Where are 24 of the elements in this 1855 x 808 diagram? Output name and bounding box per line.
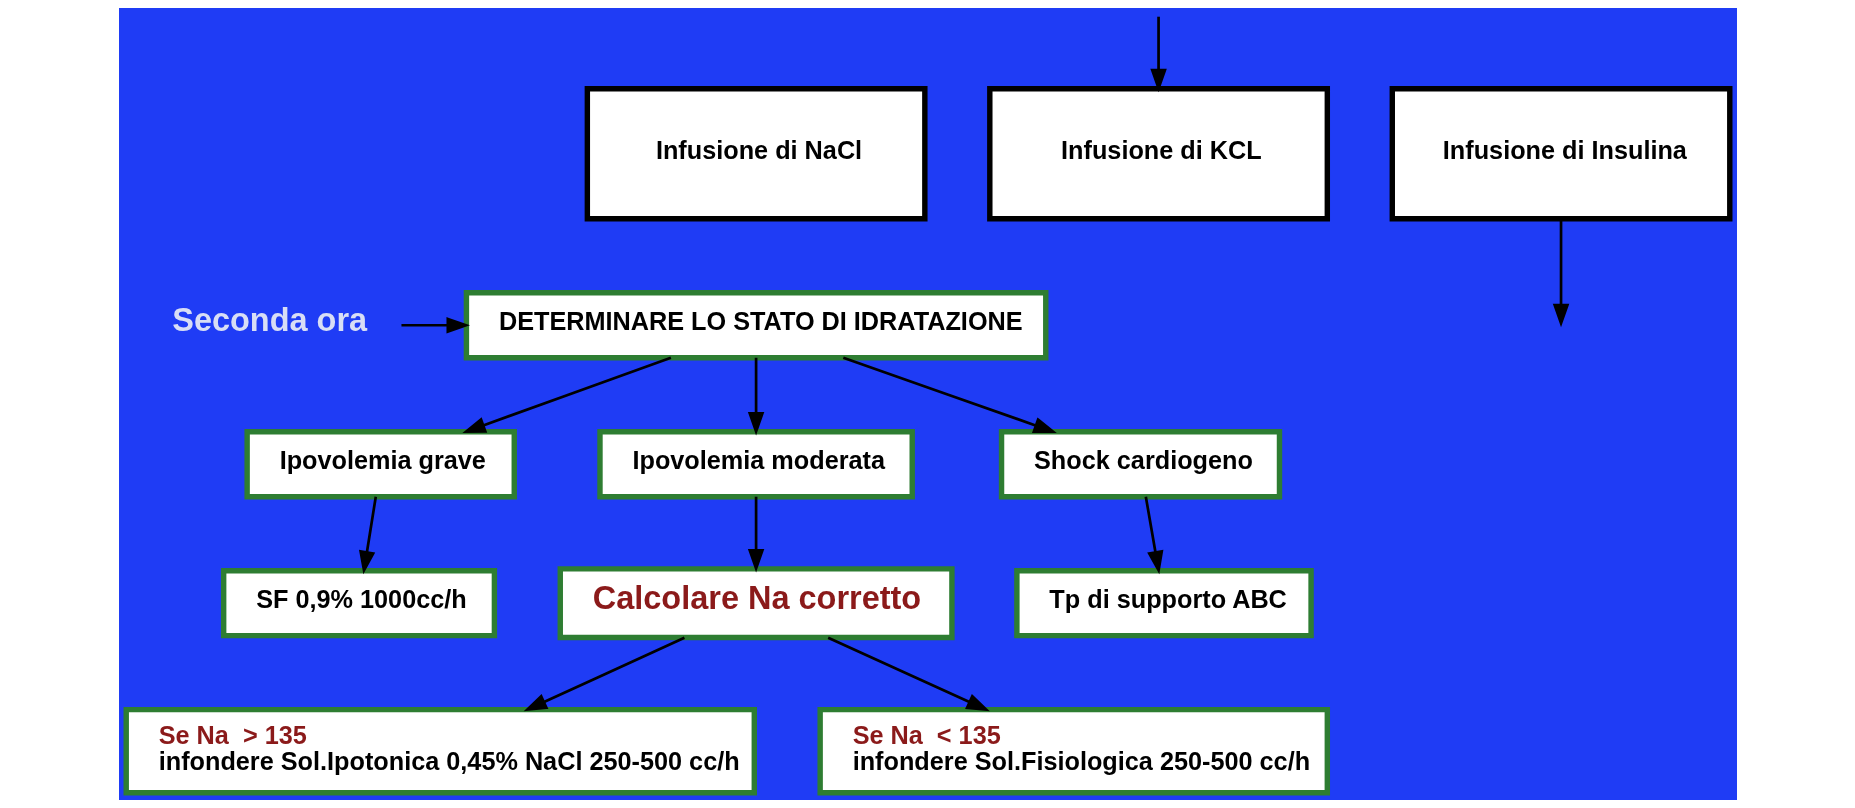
arrow [1144, 496, 1163, 575]
arrow [747, 357, 764, 436]
node-box: Infusione di NaCl [584, 86, 928, 222]
node-box: Calcolare Na corretto [557, 566, 955, 641]
node-box: Infusione di Insulina [1389, 86, 1732, 222]
node-box: Ipovolemia moderata [596, 429, 915, 500]
node-text: Seconda ora [171, 302, 367, 339]
arrow [358, 496, 377, 575]
node-box: Shock cardiogeno [998, 429, 1282, 500]
node-box: Infusione di KCL [986, 86, 1330, 222]
arrow [461, 356, 671, 433]
arrow [747, 496, 764, 573]
arrow [400, 317, 470, 334]
arrow [523, 636, 685, 712]
node-box: Se Na > 135 infondere Sol.Ipotonica 0,45% NaCl 250-500 cc/h [123, 706, 757, 796]
node-box: SF 0,9% 1000cc/h [220, 568, 497, 639]
arrow [842, 356, 1057, 433]
node-box: Ipovolemia grave [243, 429, 517, 500]
arrow [1552, 219, 1569, 328]
node-box: DETERMINARE LO STATO DI IDRATAZIONE [463, 290, 1048, 361]
node-box: Se Na < 135 infondere Sol.Fisiologica 250-500 cc/h [816, 706, 1330, 796]
node-box: Tp di supporto ABC [1013, 568, 1314, 639]
arrow [1149, 16, 1167, 93]
arrow [827, 636, 990, 712]
